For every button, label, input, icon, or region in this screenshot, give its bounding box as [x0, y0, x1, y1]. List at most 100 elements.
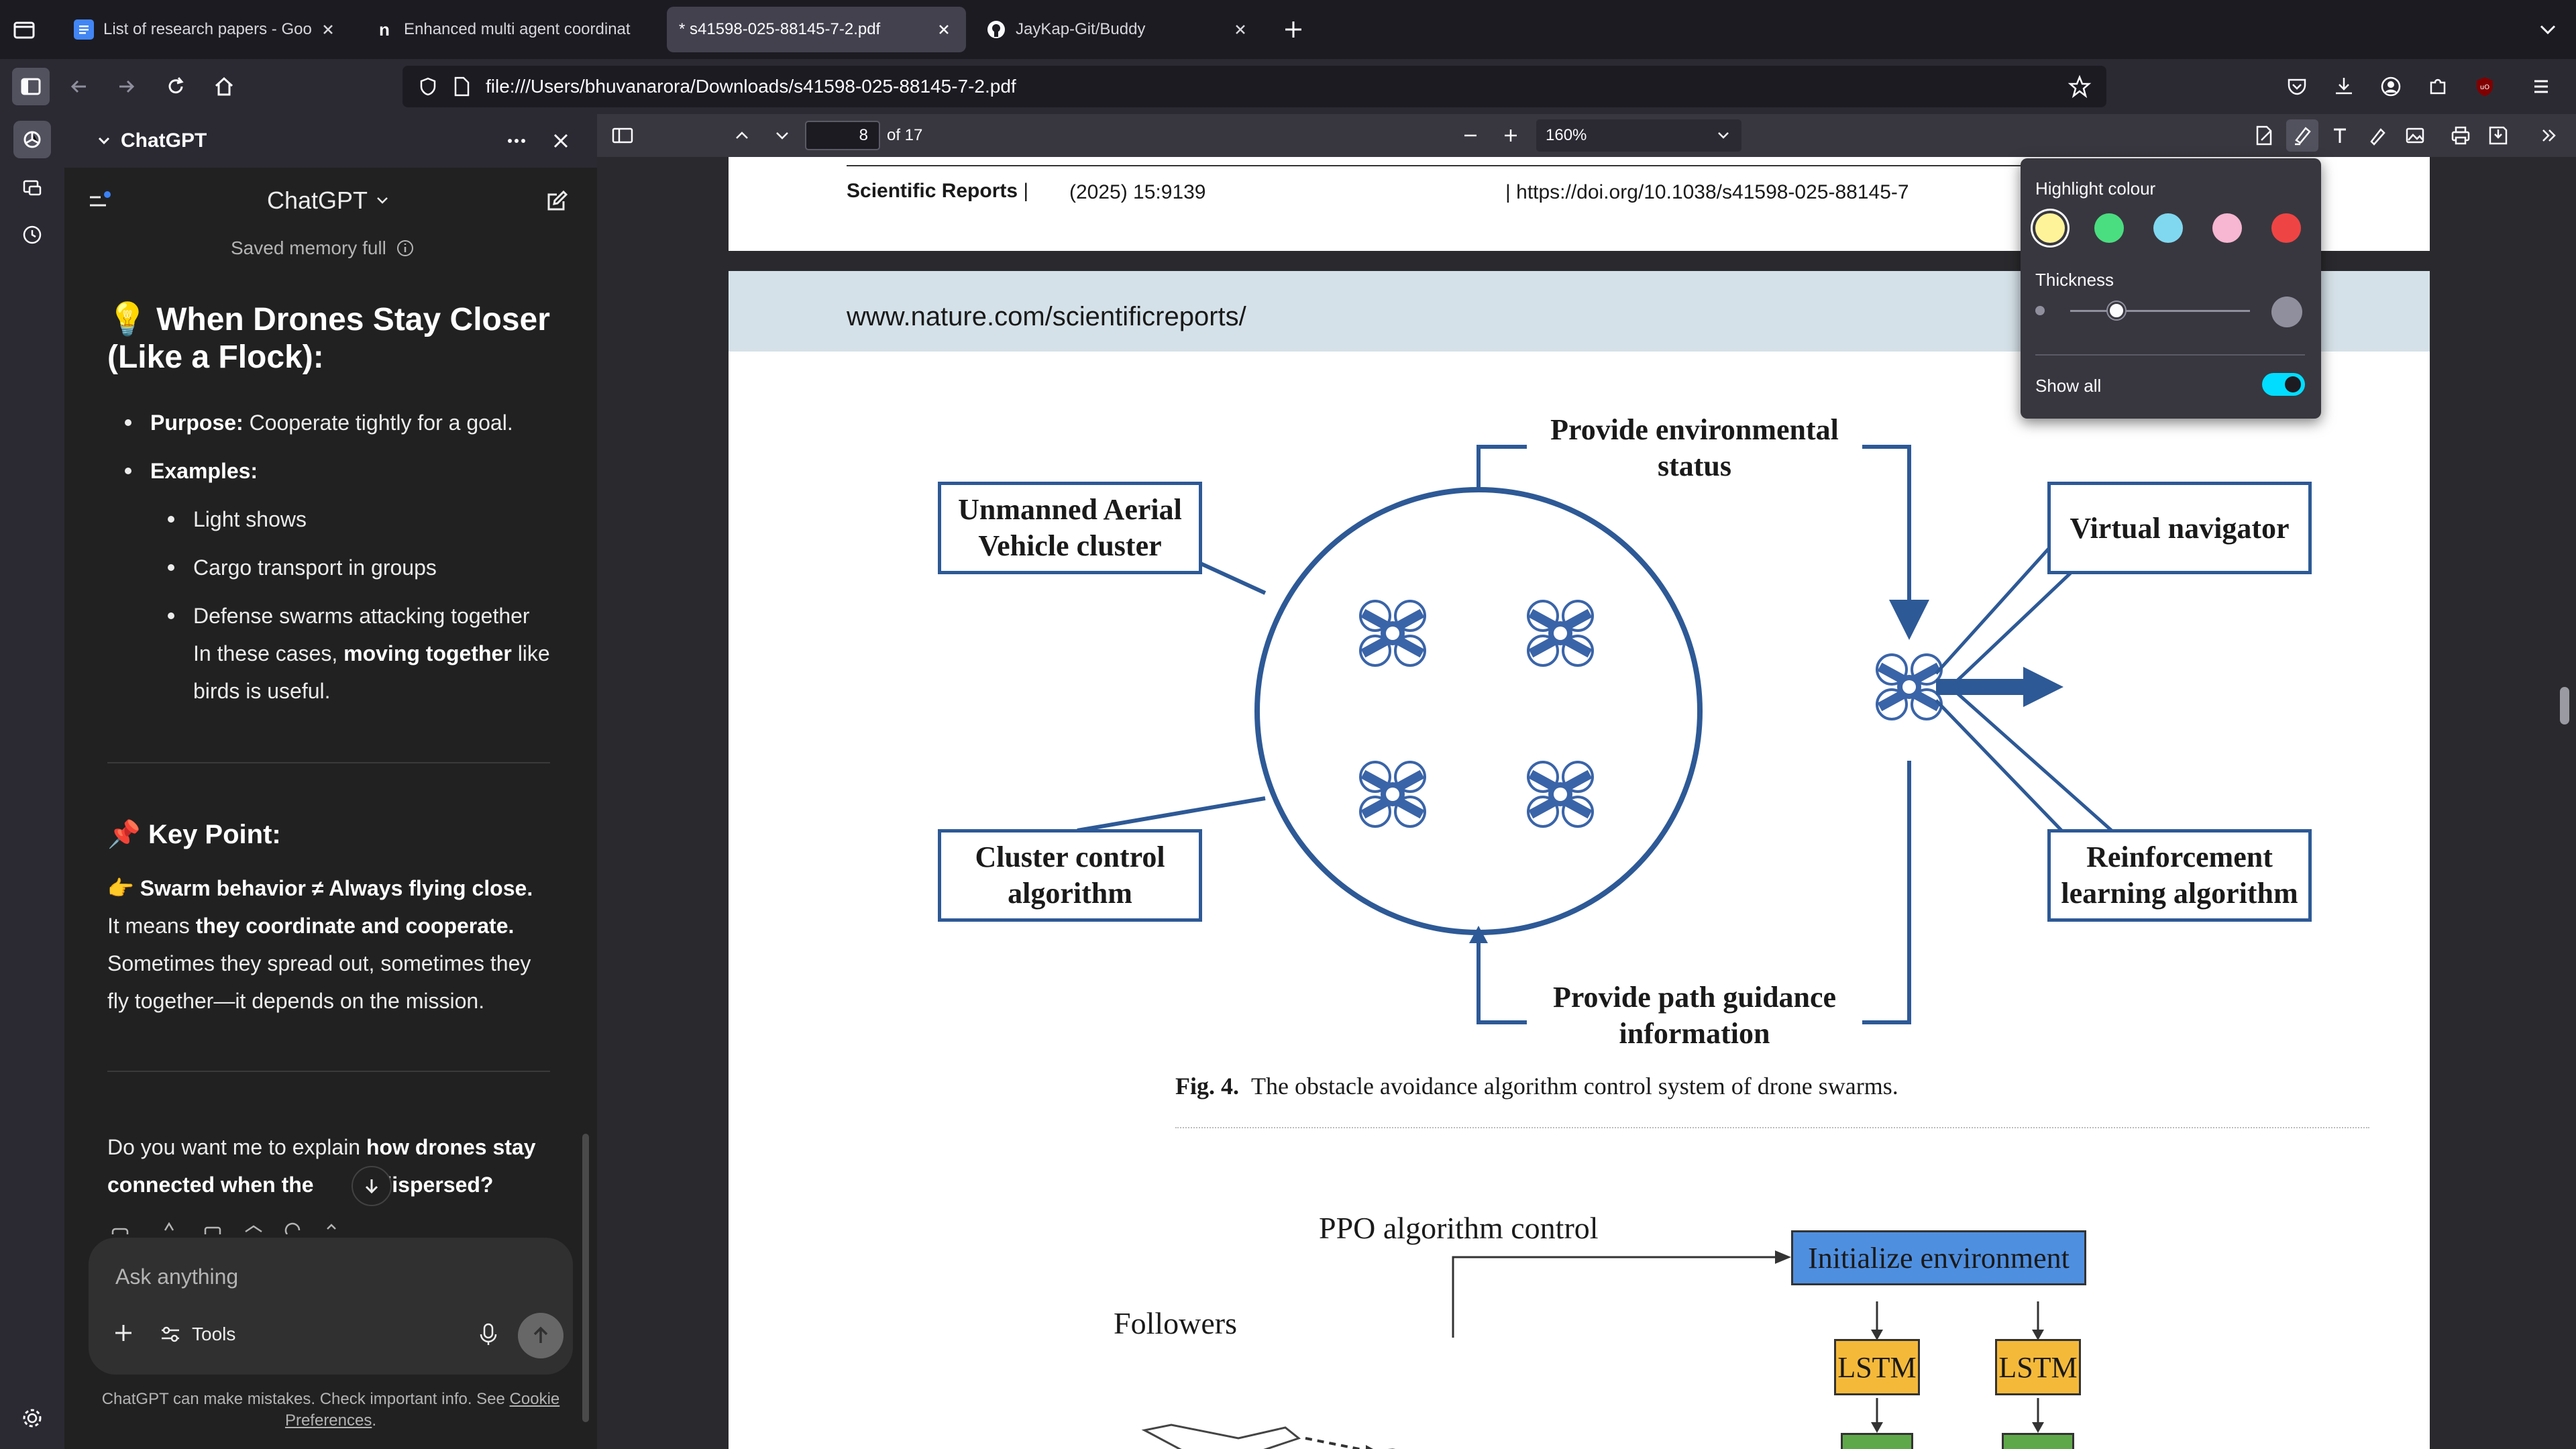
tab-manager-icon[interactable] [9, 15, 39, 44]
thickness-slider-thumb[interactable] [2108, 302, 2125, 319]
back-icon[interactable] [60, 68, 98, 105]
tab-research-papers[interactable]: List of research papers - Googl [62, 7, 350, 52]
show-all-toggle[interactable] [2262, 373, 2305, 396]
chatgpt-icon[interactable] [13, 121, 51, 158]
zoom-select[interactable]: 160% [1536, 119, 1741, 152]
arrow-down-icon [365, 1179, 378, 1194]
new-chat-icon[interactable] [543, 188, 570, 215]
zoom-out-icon[interactable] [1454, 119, 1487, 152]
highlight-tool-icon[interactable] [2286, 119, 2318, 152]
virtual-navigator-box: Virtual navigator [2047, 482, 2312, 574]
footer-doi[interactable]: | https://doi.org/10.1038/s41598-025-881… [1505, 181, 1909, 203]
box-text: Vehicle cluster [978, 529, 1162, 562]
highlight-color-swatch[interactable] [2153, 213, 2183, 243]
page-number-input[interactable]: 8 [805, 121, 880, 150]
add-signature-icon[interactable] [2249, 119, 2281, 152]
customize-sidebar-gear-icon[interactable] [13, 1399, 51, 1437]
shield-icon[interactable] [417, 76, 439, 97]
chat-scrollbar[interactable] [582, 1134, 589, 1422]
purpose-item: Purpose: Cooperate tightly for a goal. [150, 404, 513, 441]
box-text: algorithm [1008, 877, 1132, 910]
ppo-label: PPO algorithm control [1319, 1211, 1599, 1245]
reload-icon[interactable] [157, 68, 195, 105]
menu-icon[interactable] [2522, 68, 2560, 105]
list-all-tabs-icon[interactable] [2533, 15, 2563, 44]
footer-citation: (2025) 15:9139 [1069, 181, 1206, 203]
chat-input[interactable]: Ask anything [115, 1265, 239, 1289]
draw-tool-icon[interactable] [2361, 119, 2394, 152]
header-url[interactable]: www.nature.com/scientificreports/ [847, 302, 1246, 331]
figure-4-diagram [1076, 445, 2139, 1024]
tab-multi-agent[interactable]: n Enhanced multi agent coordinat [362, 7, 651, 52]
note-line2: birds is useful. [193, 679, 331, 703]
home-icon[interactable] [205, 68, 243, 105]
lightbulb-emoji-icon: 💡 [107, 302, 148, 337]
note-text: In these cases, [193, 641, 344, 665]
tools-button[interactable]: Tools [158, 1322, 235, 1346]
notion-icon: n [374, 19, 394, 40]
toggle-sidebar-icon[interactable] [606, 119, 639, 152]
url-bar[interactable]: file:///Users/bhuvanarora/Downloads/s415… [402, 66, 2106, 107]
sidebar-launcher [0, 114, 64, 1449]
add-attachment-icon[interactable] [109, 1318, 138, 1348]
sidebar-panel-header: ChatGPT [64, 114, 597, 168]
fc-box-right: FC [2002, 1433, 2074, 1449]
forward-icon[interactable] [107, 68, 145, 105]
account-icon[interactable] [2372, 68, 2410, 105]
highlight-color-swatch[interactable] [2094, 213, 2124, 243]
sidebar-toggle-icon[interactable] [12, 68, 50, 105]
examples-item: Examples: [150, 452, 258, 490]
highlight-color-swatch[interactable] [2035, 213, 2065, 243]
info-icon[interactable] [396, 239, 415, 258]
text-tool-icon[interactable] [2324, 119, 2356, 152]
close-tab-icon[interactable] [318, 19, 338, 40]
ublock-icon[interactable]: uO [2466, 68, 2504, 105]
tab-pdf[interactable]: * s41598-025-88145-7-2.pdf [667, 7, 966, 52]
label-text: Provide environmental [1550, 413, 1839, 446]
downloads-icon[interactable] [2325, 68, 2363, 105]
save-icon[interactable] [2482, 119, 2514, 152]
chevron-down-icon[interactable] [95, 132, 113, 150]
previous-page-icon[interactable] [726, 119, 758, 152]
print-icon[interactable] [2445, 119, 2477, 152]
close-tab-icon[interactable] [934, 19, 954, 40]
scroll-to-bottom-button[interactable] [352, 1166, 392, 1206]
send-button[interactable] [518, 1313, 564, 1358]
model-selector[interactable]: ChatGPT [267, 186, 390, 215]
synced-tabs-icon[interactable] [13, 169, 51, 207]
pdf-scrollbar-thumb[interactable] [2560, 687, 2569, 724]
thickness-slider-track[interactable] [2070, 310, 2250, 312]
next-page-icon[interactable] [766, 119, 798, 152]
examples-note: In these cases, moving together like [193, 635, 550, 672]
panel-title[interactable]: ChatGPT [121, 129, 207, 152]
bookmark-star-icon[interactable] [2068, 74, 2092, 99]
close-panel-icon[interactable] [549, 129, 573, 153]
more-options-icon[interactable] [503, 127, 530, 154]
fc-box-left: FC [1841, 1433, 1913, 1449]
close-tab-icon[interactable] [1230, 19, 1250, 40]
preferences-link[interactable]: Preferences [284, 1411, 372, 1430]
page-icon[interactable] [452, 76, 471, 97]
thickness-label: Thickness [2035, 270, 2114, 290]
memory-notice: Saved memory full [231, 237, 415, 259]
highlight-colour-label: Highlight colour [2035, 178, 2156, 199]
microphone-icon[interactable] [475, 1321, 502, 1348]
url-text[interactable]: file:///Users/bhuvanarora/Downloads/s415… [486, 76, 1016, 97]
history-icon[interactable] [13, 216, 51, 254]
new-tab-button[interactable] [1279, 15, 1308, 44]
chat-menu-icon[interactable] [86, 188, 113, 215]
chevron-down-icon [377, 197, 388, 204]
zoom-in-icon[interactable] [1495, 119, 1527, 152]
highlight-color-swatch[interactable] [2212, 213, 2242, 243]
tab-github[interactable]: JayKap-Git/Buddy [974, 7, 1263, 52]
example-item: Defense swarms attacking together [193, 604, 530, 628]
memory-notice-text: Saved memory full [231, 237, 386, 258]
tools-overflow-icon[interactable] [2533, 119, 2565, 152]
extensions-icon[interactable] [2419, 68, 2457, 105]
cookie-link[interactable]: Cookie [509, 1390, 560, 1408]
bullet [168, 564, 174, 571]
highlight-color-swatch[interactable] [2271, 213, 2301, 243]
pocket-icon[interactable] [2278, 68, 2316, 105]
image-tool-icon[interactable] [2399, 119, 2431, 152]
